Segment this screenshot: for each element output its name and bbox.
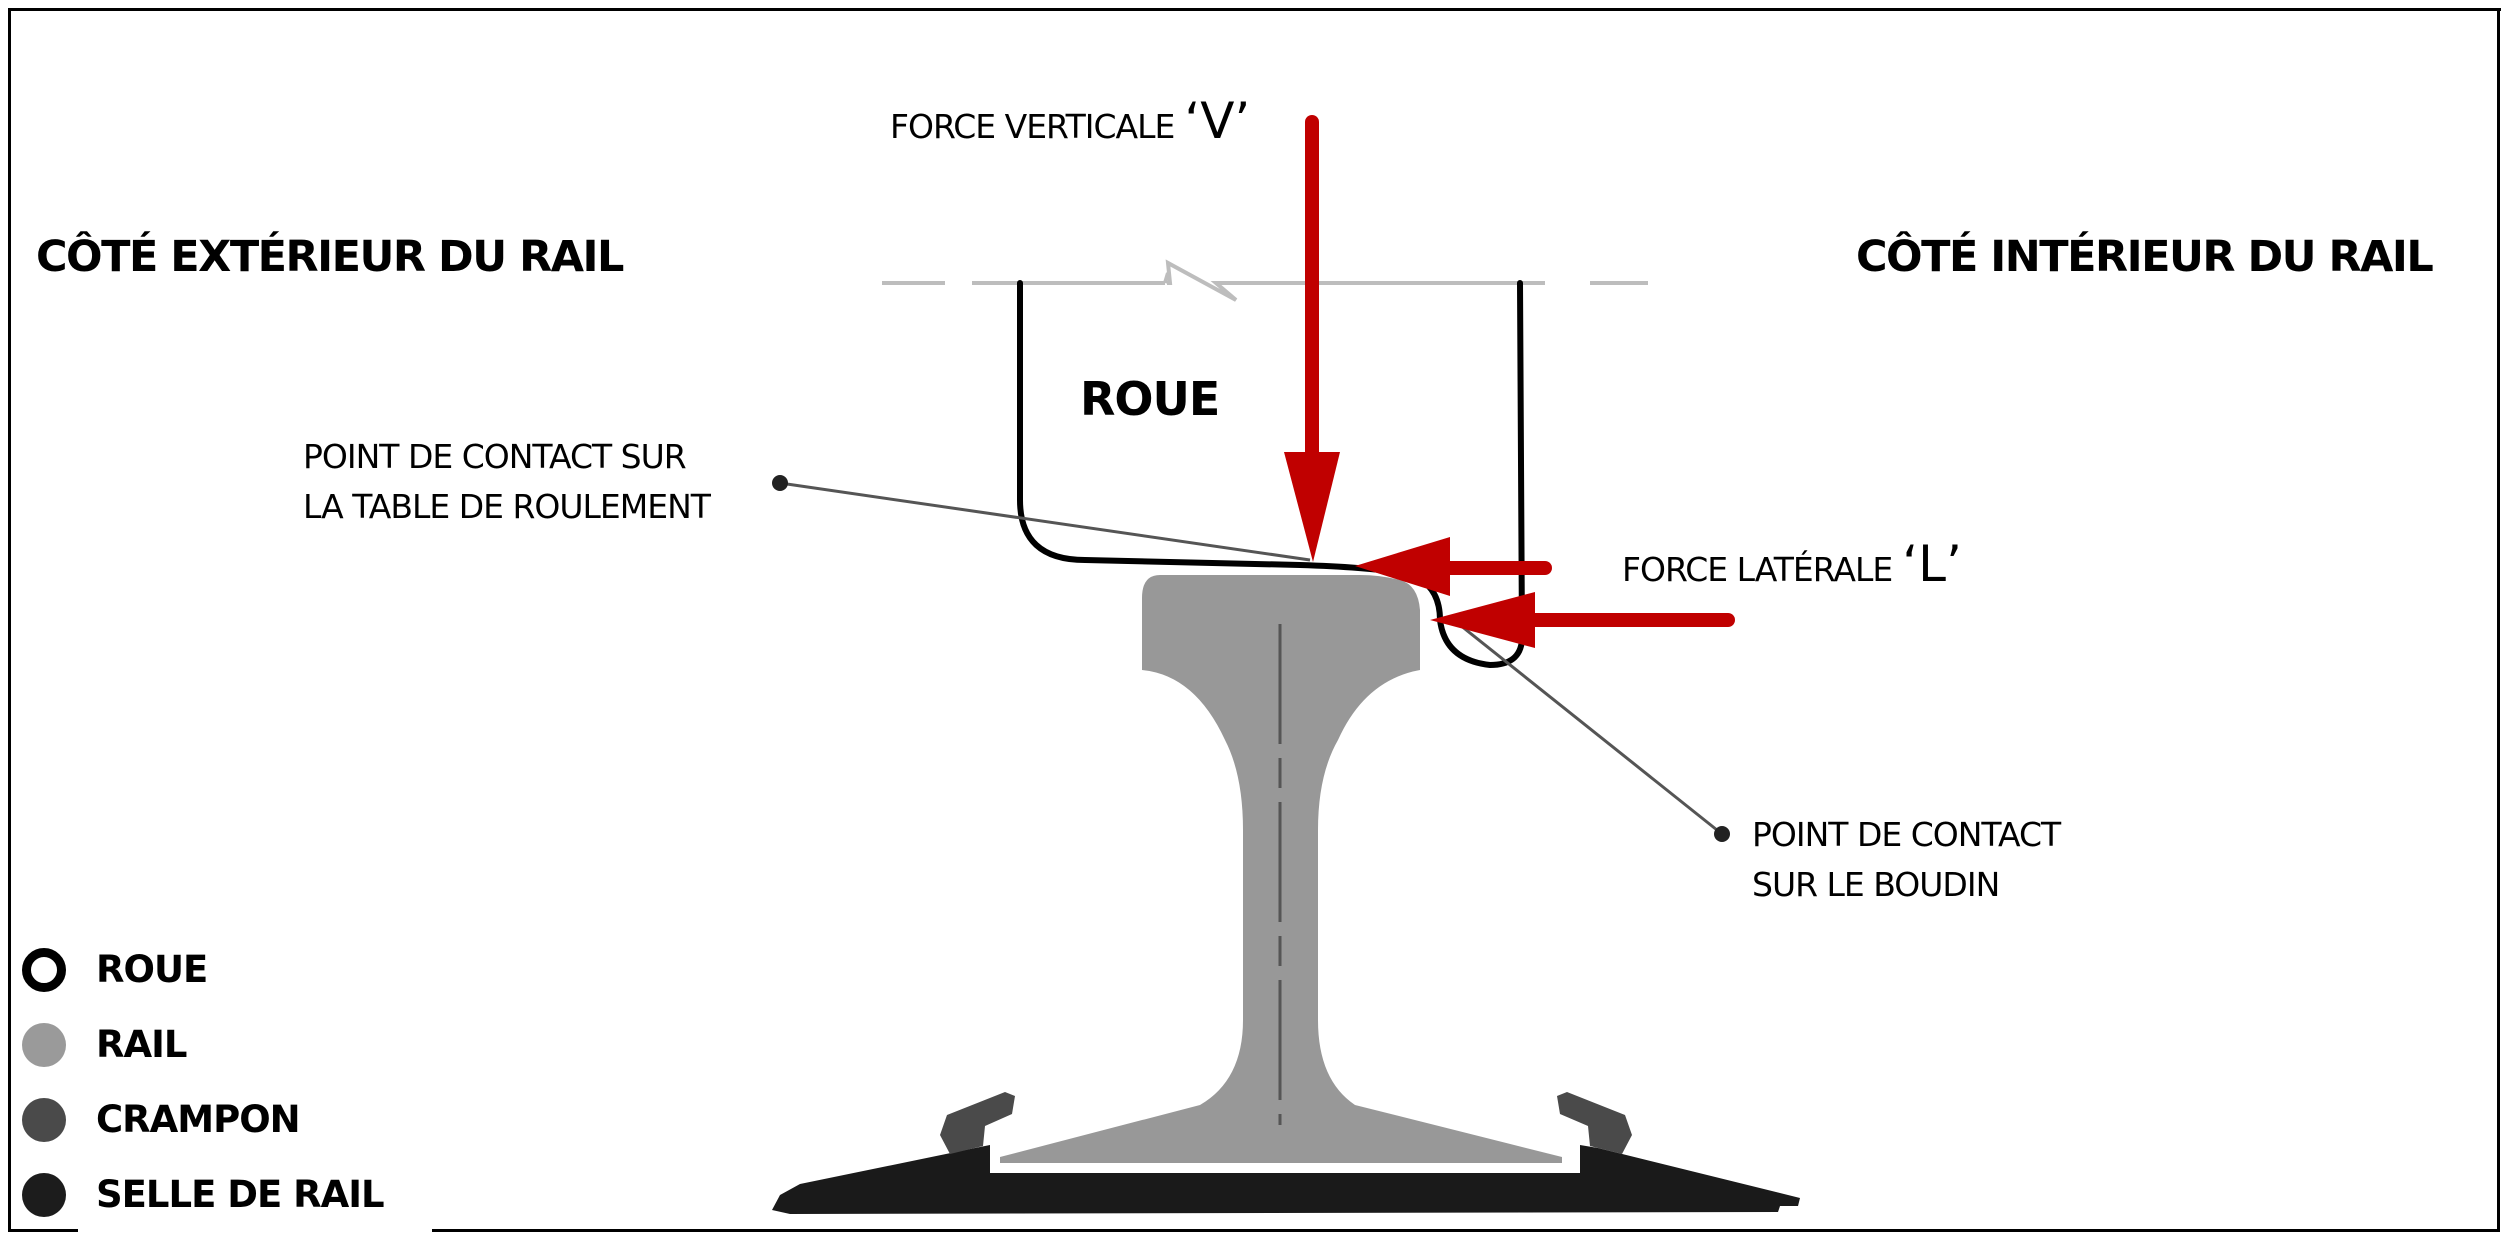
vertical-force-label: FORCE VERTICALE ‘V’ bbox=[890, 92, 1250, 150]
lateral-force-arrow-flange bbox=[1430, 592, 1735, 648]
frame-border-left bbox=[8, 8, 11, 1232]
spikes bbox=[940, 1092, 1632, 1154]
legend-item-rail: RAIL bbox=[22, 1007, 384, 1082]
flange-contact-callout: POINT DE CONTACT SUR LE BOUDIN bbox=[1752, 810, 2061, 910]
interior-side-label: CÔTÉ INTÉRIEUR DU RAIL bbox=[1856, 232, 2434, 282]
exterior-side-label: CÔTÉ EXTÉRIEUR DU RAIL bbox=[36, 232, 624, 282]
legend-item-selle-de-rail: SELLE DE RAIL bbox=[22, 1157, 385, 1232]
flange-contact-line2: SUR LE BOUDIN bbox=[1752, 865, 2000, 904]
legend-label: CRAMPON bbox=[96, 1098, 301, 1141]
spike-right bbox=[1557, 1092, 1632, 1154]
tie-plate bbox=[772, 1145, 1800, 1214]
legend: ROUE RAIL CRAMPON SELLE DE RAIL bbox=[22, 932, 385, 1232]
ring-icon bbox=[22, 947, 66, 992]
frame-border-bottom-left bbox=[8, 1229, 78, 1232]
legend-item-roue: ROUE bbox=[22, 932, 384, 1007]
tread-contact-line2: LA TABLE DE ROULEMENT bbox=[303, 487, 711, 526]
rail bbox=[1000, 575, 1562, 1163]
frame-border-top bbox=[9, 8, 2501, 11]
lateral-force-arrow-tread bbox=[1355, 537, 1552, 596]
vertical-force-symbol: ‘V’ bbox=[1184, 92, 1251, 150]
circle-icon bbox=[22, 1022, 66, 1067]
tread-contact-dot bbox=[772, 475, 788, 491]
flange-contact-dot bbox=[1714, 826, 1730, 842]
frame-border-right bbox=[2497, 8, 2500, 1232]
callout-leaders bbox=[772, 475, 1730, 842]
frame-border-bottom-right bbox=[432, 1229, 2500, 1232]
vertical-force-text: FORCE VERTICALE bbox=[890, 107, 1175, 146]
circle-icon bbox=[22, 1172, 66, 1217]
tread-contact-line1: POINT DE CONTACT SUR bbox=[303, 437, 687, 476]
vertical-force-arrow bbox=[1284, 115, 1340, 562]
lateral-force-text: FORCE LATÉRALE bbox=[1622, 550, 1893, 589]
flange-contact-line1: POINT DE CONTACT bbox=[1752, 815, 2061, 854]
lateral-force-symbol: ‘L’ bbox=[1902, 535, 1962, 593]
spike-left bbox=[940, 1092, 1015, 1154]
legend-item-crampon: CRAMPON bbox=[22, 1082, 384, 1157]
legend-label: ROUE bbox=[96, 948, 208, 991]
tread-contact-callout: POINT DE CONTACT SUR LA TABLE DE ROULEME… bbox=[303, 432, 711, 532]
legend-label: RAIL bbox=[96, 1023, 187, 1066]
wheel-label: ROUE bbox=[1080, 372, 1220, 426]
lateral-force-label: FORCE LATÉRALE ‘L’ bbox=[1622, 535, 1962, 593]
wheel-centerline bbox=[882, 259, 1648, 302]
legend-label: SELLE DE RAIL bbox=[96, 1173, 385, 1216]
circle-icon bbox=[22, 1097, 66, 1142]
